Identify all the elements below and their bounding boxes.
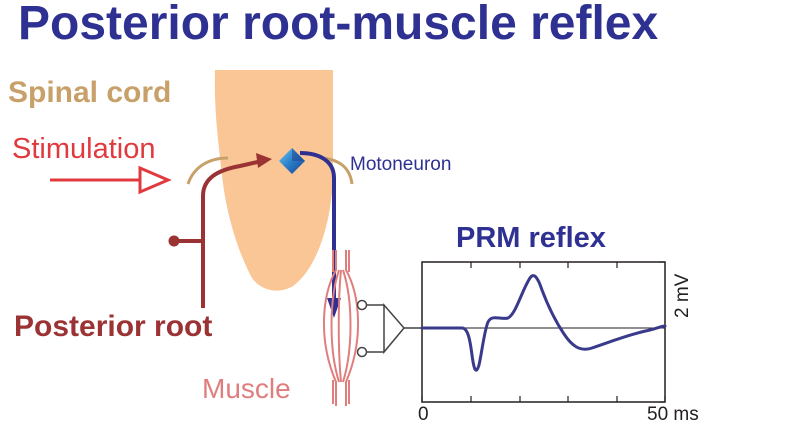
posterior-root-pathway xyxy=(168,153,272,308)
page-title: Posterior root-muscle reflex xyxy=(18,0,659,50)
stimulation-arrow xyxy=(50,165,172,195)
x-tick-start: 0 xyxy=(418,404,429,425)
posterior-root-label: Posterior root xyxy=(14,310,213,343)
stimulation-label: Stimulation xyxy=(12,133,156,165)
motoneuron-diamond xyxy=(279,148,305,174)
reflex-plot-frame xyxy=(421,261,666,403)
recording-electrodes xyxy=(356,299,422,358)
motor-axon-pathway xyxy=(299,151,341,318)
spinal-cord-label: Spinal cord xyxy=(8,76,172,109)
prm-reflex-trace xyxy=(420,274,667,372)
motoneuron-label: Motoneuron xyxy=(350,154,452,175)
spinal-cord-shape xyxy=(214,70,333,291)
x-tick-end: 50 ms xyxy=(647,404,699,425)
muscle-shape xyxy=(322,250,360,406)
muscle-label: Muscle xyxy=(202,373,291,404)
left-root-arc xyxy=(186,156,229,185)
scale-bar-label: 2 mV xyxy=(672,273,693,318)
prm-reflex-label: PRM reflex xyxy=(456,222,606,254)
